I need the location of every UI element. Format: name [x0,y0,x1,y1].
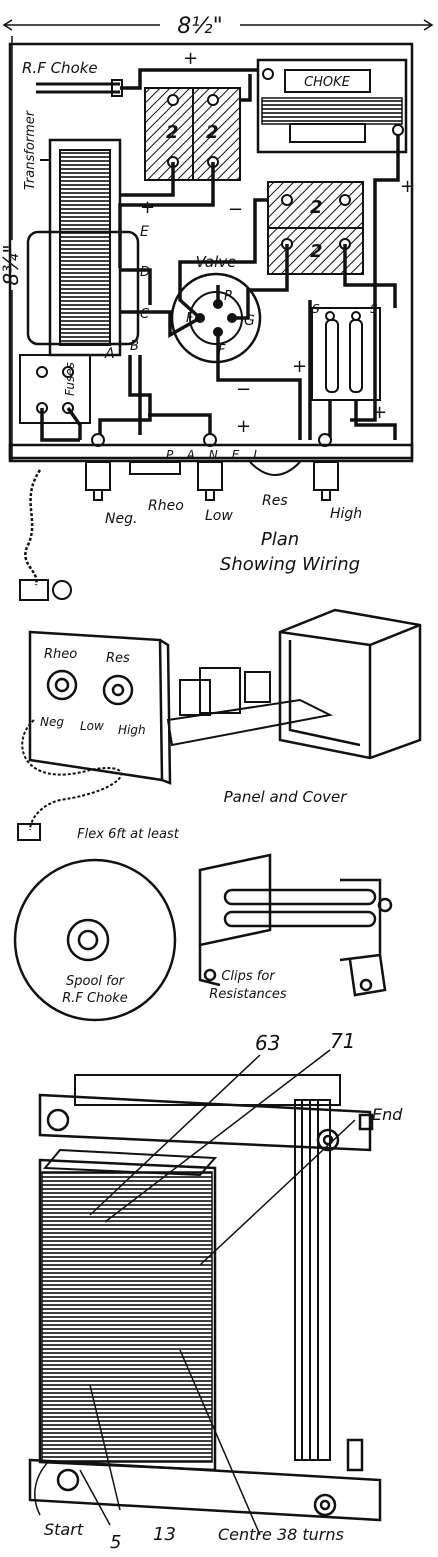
rf-choke-part [36,79,123,97]
front-panel [28,630,172,785]
width-dimension-label: 8½" [177,14,222,39]
diagram-label: F [218,343,226,358]
panel-knobs [85,461,339,501]
plan-caption-line2: Showing Wiring [220,554,360,575]
diagram-label: + [183,48,198,69]
flex-cable [21,719,123,831]
base-components [166,667,334,747]
diagram-label: Centre 38 turns [218,1525,344,1544]
diagram-label: Start [44,1520,84,1539]
diagram-label: − [228,199,243,220]
diagram-label: Spool for [66,974,126,989]
diagram-label: High [330,506,362,522]
plan-wiring-figure: 8½" 8¾" R.F Choke Transformer + E D C [0,14,434,601]
condenser-block-top: 2 2 [144,87,241,181]
spool-and-clips-figure: Spool for R.F Choke Clips for Resistance… [13,853,393,1022]
bottom-clamp [28,1438,382,1522]
transformer [26,138,140,357]
diagram-label: + [236,416,251,437]
diagram-label: Neg [40,715,64,729]
diagram-label: G [244,313,255,329]
diagram-label: Panel and Cover [224,788,348,806]
valve-holder [170,272,262,364]
diagram-label: B [130,339,139,354]
diagram-label: High [118,723,146,737]
diagram-label: D [140,265,150,280]
condenser-block-right: 2 2 [267,181,364,275]
diagram-label: 13 [153,1524,176,1545]
lamination-stack [74,1074,341,1461]
diagram-label: Low [205,508,233,524]
diagram-label: + [372,402,387,423]
diagram-label: C [140,307,150,322]
width-dimension: 8½" [2,14,434,39]
height-dimension-label: 8¾" [0,244,23,285]
diagram-label: Neg. [105,511,137,527]
diagram-label: Flex 6ft at least [77,827,180,842]
diagram-label: 71 [330,1029,355,1053]
diagram-label: 5 [110,1532,121,1553]
diagram-label: + [400,176,415,197]
diagram-label: + [292,356,307,377]
transformer-label: Transformer [23,109,38,190]
resistance-clips [311,307,381,401]
flex-lead [19,469,72,601]
diagram-label: − [236,379,251,400]
choke-label: CHOKE [304,75,351,90]
panel-terminals [91,433,332,447]
panel-label: PANEL [166,448,274,462]
height-dimension: 8¾" [0,36,23,460]
diagram-label: R.F Choke [62,991,128,1006]
diagram-label: S [312,302,320,316]
rf-choke-label: R.F Choke [22,59,98,77]
diagram-label: E [140,224,149,240]
resistance-clips-part [198,853,393,997]
diagram-label: 2 [166,122,179,143]
choke [256,58,408,154]
diagram-label: 63 [255,1031,280,1055]
diagram-label: 2 [206,122,219,143]
transformer-coil-figure: 63 71 End Start 5 13 Centre 38 turns [28,1029,403,1553]
diagram-label: 2 [310,197,323,218]
baseboard [8,42,414,460]
diagram-label: P [224,289,232,304]
diagram-label: Rheo [44,647,77,662]
spool-for-rf-choke [13,858,177,1022]
diagram-label: F [186,311,194,326]
diagram-label: Low [80,719,104,733]
leader-lines [34,1049,356,1536]
diagram-label: Rheo [148,498,184,514]
diagram-label: Res [262,493,288,509]
fuses-label: Fuses [63,362,77,396]
diagram-label: 2 [310,241,323,262]
diagram-label: Clips for [221,969,276,984]
top-clamp [38,1093,374,1152]
cover-box [278,608,422,760]
wiring [40,68,400,442]
coil-winding [38,1148,218,1472]
diagram-label: Resistances [209,987,287,1002]
diagram-label: Res [106,651,130,666]
panel-and-cover-figure: Rheo Res Neg Low High Panel and Cover Fl… [17,608,422,842]
diagram-label: End [372,1105,403,1124]
plan-caption-line1: Plan [261,529,299,550]
diagram-label: + [140,197,155,218]
fuses-box [19,354,91,424]
diagram-label: A [104,346,115,362]
